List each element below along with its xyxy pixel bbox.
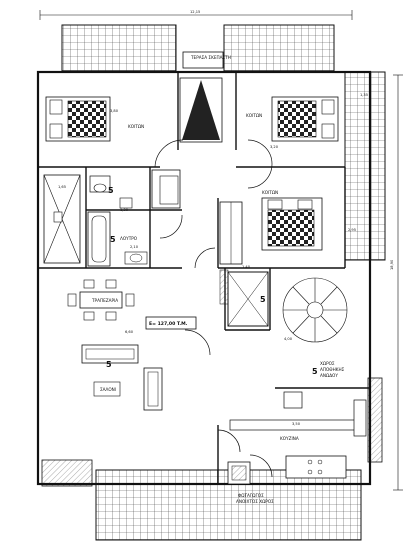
bed-mid bbox=[261, 197, 323, 251]
living-mark: 5 bbox=[106, 360, 112, 369]
kitchen-counter bbox=[229, 391, 367, 479]
light-well: 5 bbox=[219, 269, 269, 327]
top-dimension: 12,15 bbox=[39, 10, 353, 20]
shaft-mark: 5 bbox=[260, 295, 266, 304]
dining-table bbox=[67, 279, 135, 321]
dim-right-bed2: 2,95 bbox=[348, 228, 356, 232]
terrace-top-label: ΤΕΡΑΣΑ ΣΚΕΠΑΣΤΗ bbox=[190, 55, 231, 60]
wardrobe-mid bbox=[219, 201, 243, 265]
left-bath bbox=[43, 174, 81, 264]
dim-stair: 4,00 bbox=[284, 337, 293, 341]
bath-label: ΛΟΥΤΡΟ bbox=[120, 236, 138, 241]
area-label: E= 127,00 T.M. bbox=[149, 321, 188, 327]
bathtub bbox=[87, 211, 111, 267]
dim-bed-left: 3,80 bbox=[110, 109, 119, 113]
dim-wc: 1,30 bbox=[120, 208, 129, 212]
storage-label-a: ΧΩΡΟΣ bbox=[320, 361, 335, 366]
interior-walls bbox=[38, 72, 370, 484]
terrace-top-right bbox=[223, 24, 335, 72]
dim-hall: 1,40 bbox=[242, 265, 251, 269]
dining-label: ΤΡΑΠΕΖΑΡΙΑ bbox=[91, 298, 118, 303]
bed-left bbox=[45, 96, 111, 142]
bath-mark: 5 bbox=[110, 235, 116, 244]
railing-bottom-left bbox=[41, 459, 93, 487]
storage-mark: 5 bbox=[312, 367, 318, 376]
wc: 5 bbox=[89, 175, 133, 209]
storage-label-b: ΑΠΟΘΗΚΗΣ bbox=[320, 367, 345, 372]
living-label: ΣΑΛΟΝΙ bbox=[100, 387, 116, 392]
right-dimension: 18,90 bbox=[390, 74, 403, 491]
bedroom-left-label: ΚΟΙΤΩΝ bbox=[128, 124, 144, 129]
area-box bbox=[145, 316, 197, 330]
dim-bath: 2,10 bbox=[130, 245, 139, 249]
terrace-label-box bbox=[182, 51, 224, 69]
balcony-right bbox=[344, 71, 386, 261]
balcony-bottom-label: ΑΝΟΙΧΤΟΣ ΧΩΡΟΣ bbox=[236, 499, 274, 504]
kitchen-label: ΚΟΥΖΙΝΑ bbox=[280, 436, 299, 441]
bedroom-mid-label: ΚΟΙΤΩΝ bbox=[262, 190, 278, 195]
spiral-stair bbox=[282, 277, 348, 343]
right-height-label: 18,90 bbox=[390, 259, 394, 270]
dim-bed-right: 3,20 bbox=[270, 145, 279, 149]
terrace-top-left bbox=[61, 24, 177, 72]
dim-dining: 6,60 bbox=[125, 330, 134, 334]
living-furniture bbox=[81, 344, 163, 411]
dim-right-small: 1,35 bbox=[360, 93, 368, 97]
bed-right bbox=[271, 96, 339, 142]
wc-mark: 5 bbox=[108, 186, 114, 195]
outer-wall bbox=[36, 70, 372, 486]
dim-kitchen: 3,50 bbox=[292, 422, 301, 426]
dim-left-bath: 1,65 bbox=[58, 185, 66, 189]
bedroom-right-label: ΚΟΙΤΩΝ bbox=[246, 113, 262, 118]
vent-box bbox=[227, 461, 251, 485]
railing-right bbox=[367, 377, 383, 463]
wardrobe-center bbox=[179, 77, 223, 143]
top-width-label: 12,15 bbox=[190, 10, 200, 14]
vent-label: ΦΩΤΑΓΩΓΟΣ bbox=[238, 493, 264, 498]
storage-label-c: ΑΝΩΔΟΥ bbox=[320, 373, 338, 378]
door-swings bbox=[154, 139, 273, 478]
shower bbox=[151, 169, 181, 209]
